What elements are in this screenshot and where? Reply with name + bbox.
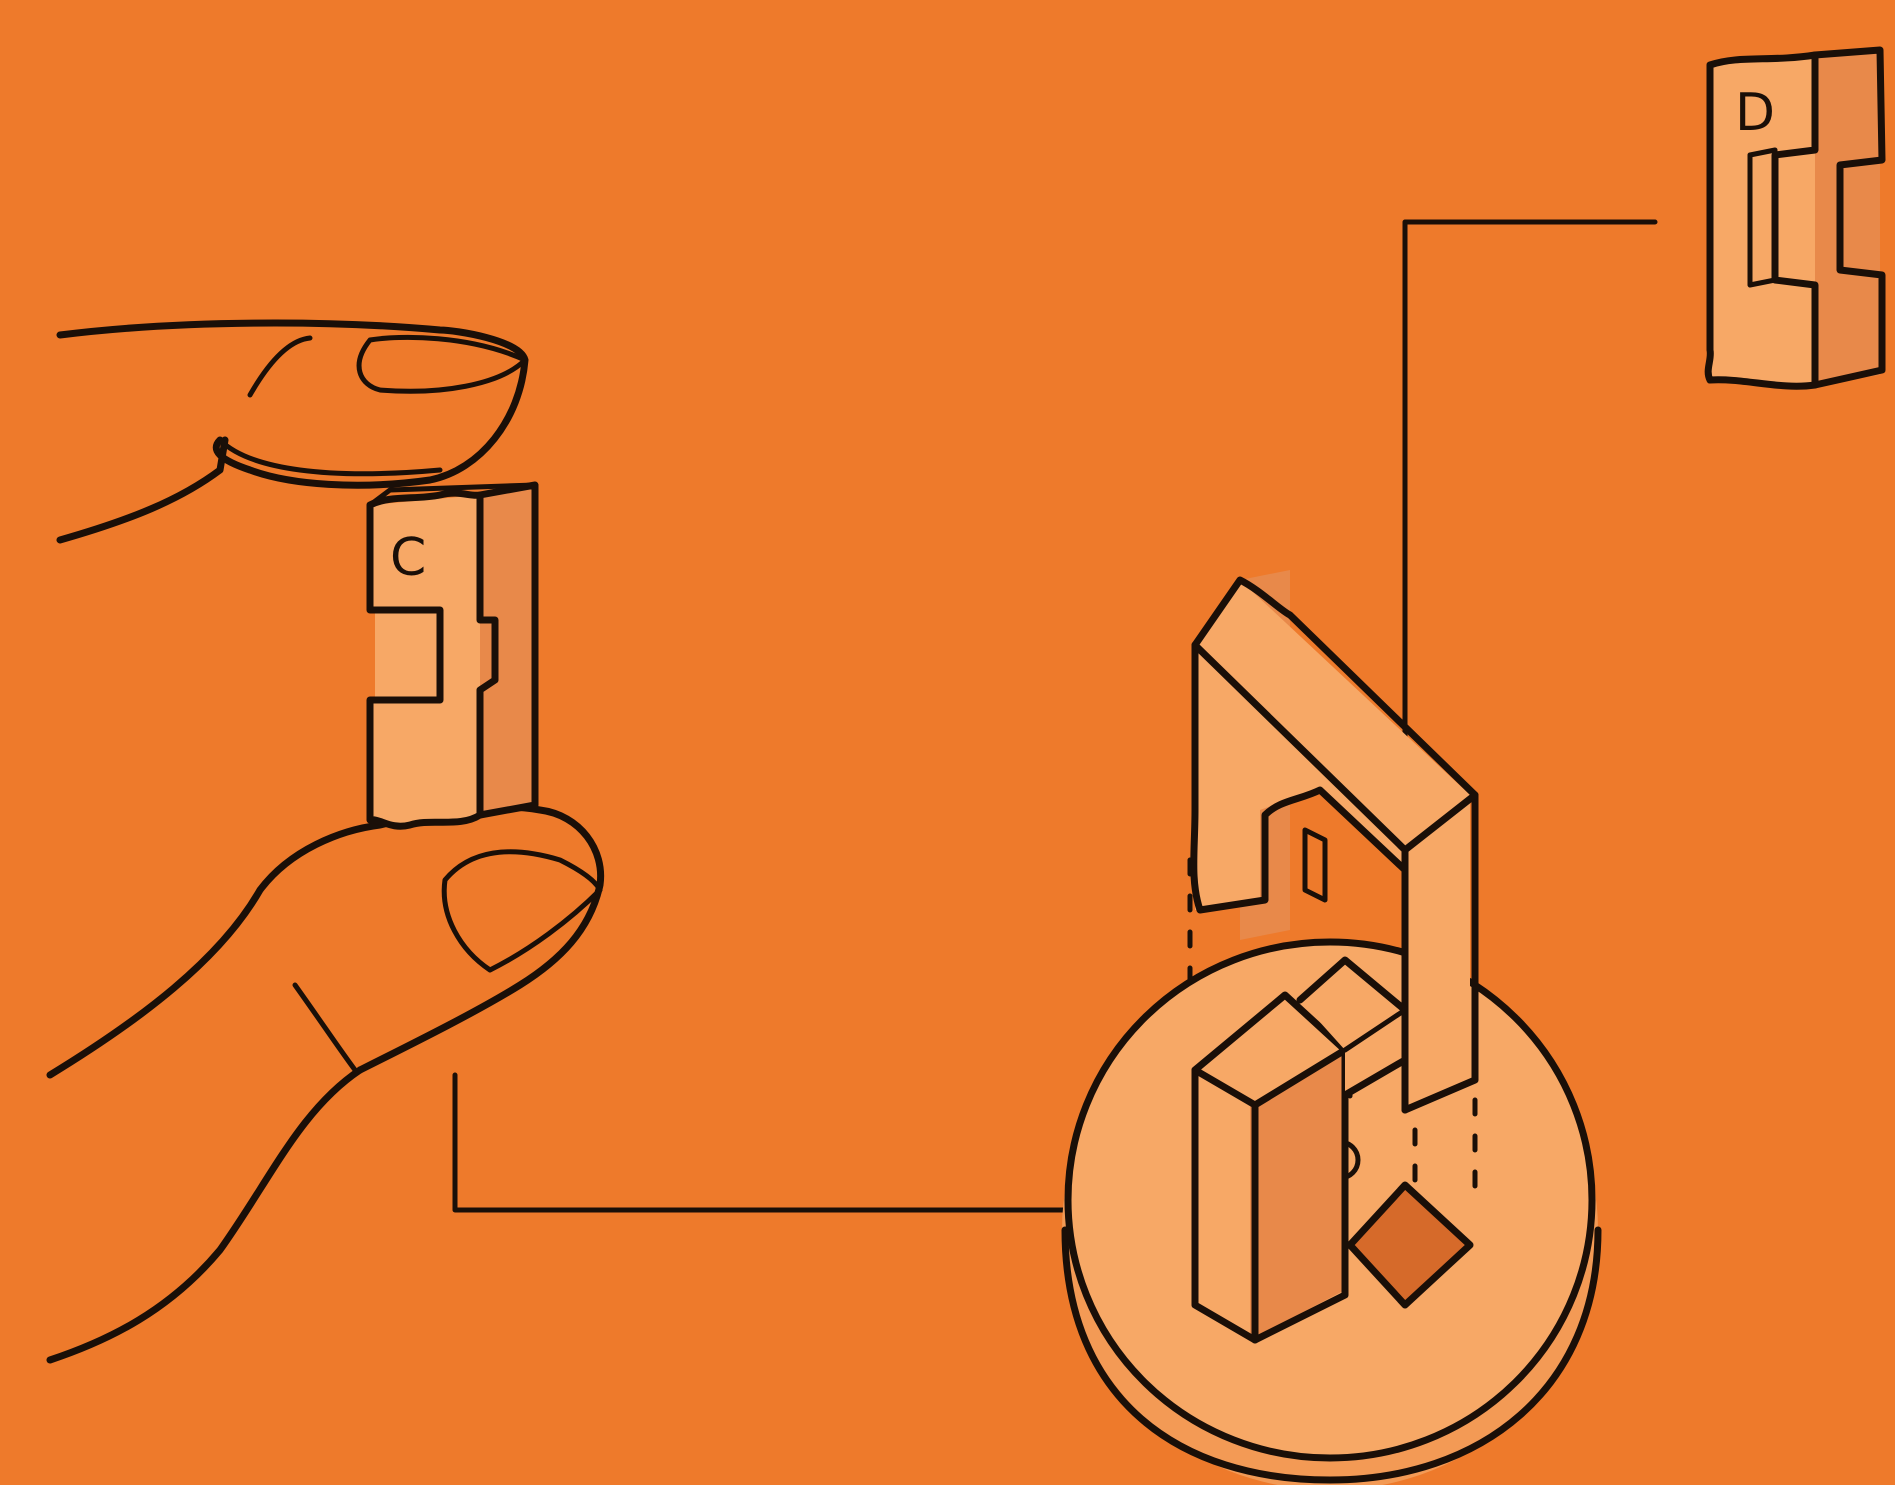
leader-line-piece-d bbox=[1405, 222, 1655, 760]
piece-c-label: C bbox=[390, 528, 426, 588]
hand-illustration bbox=[50, 323, 601, 1360]
puzzle-piece-c: C bbox=[370, 485, 535, 826]
piece-d-label: D bbox=[1735, 83, 1775, 143]
index-fingernail bbox=[359, 337, 525, 391]
thumb bbox=[50, 807, 601, 1075]
index-finger bbox=[60, 323, 525, 485]
thumbnail bbox=[444, 852, 600, 970]
puzzle-piece-d: D bbox=[1708, 50, 1882, 386]
